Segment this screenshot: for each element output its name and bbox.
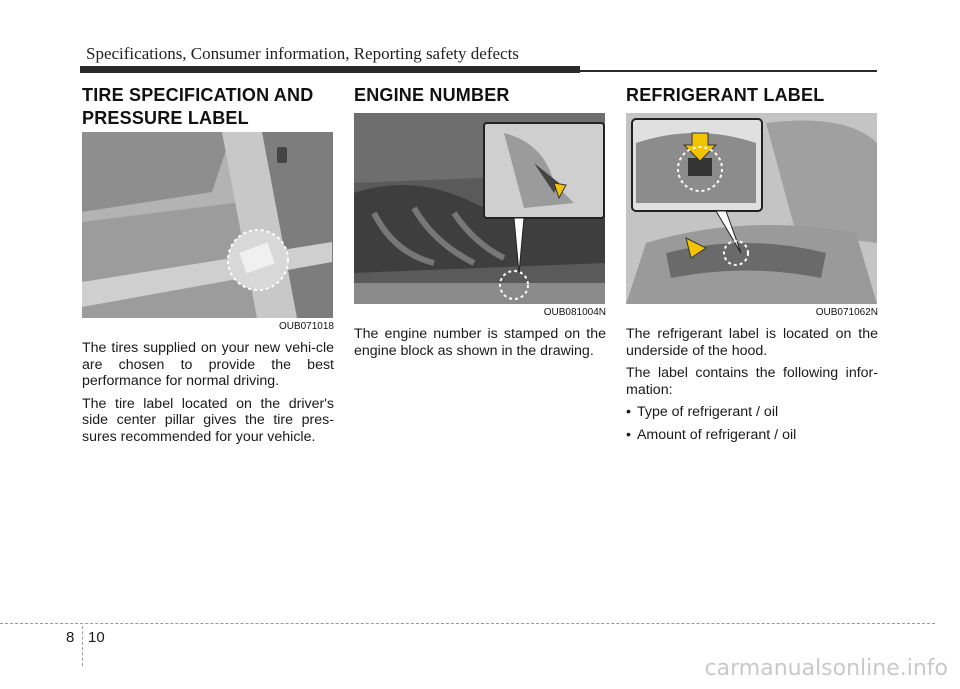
- refrigerant-label-figure: [626, 113, 877, 304]
- tire-label-figure: [82, 132, 333, 318]
- refrigerant-heading: REFRIGERANT LABEL: [626, 85, 825, 105]
- footer-rule: [0, 623, 935, 624]
- tire-heading: TIRE SPECIFICATION AND PRESSURE LABEL: [82, 85, 314, 128]
- refrigerant-image-code: OUB071062N: [815, 307, 878, 318]
- watermark: carmanualsonline.info: [704, 656, 948, 681]
- list-item: Amount of refrigerant / oil: [626, 427, 878, 444]
- page-number: 10: [88, 629, 105, 646]
- tire-section: TIRE SPECIFICATION AND PRESSURE LABEL OU…: [82, 84, 334, 445]
- engine-heading: ENGINE NUMBER: [354, 85, 510, 105]
- header-rule: [580, 70, 877, 72]
- door-pillar-illustration: [82, 132, 333, 318]
- tire-paragraph-2: The tire label located on the driver's s…: [82, 395, 334, 445]
- list-item: Type of refrigerant / oil: [626, 404, 878, 421]
- engine-section: ENGINE NUMBER OUB081004N The engine numb…: [354, 84, 606, 359]
- tire-image-code: OUB071018: [278, 321, 334, 332]
- tire-paragraph-1: The tires supplied on your new vehi-cle …: [82, 340, 334, 389]
- page-number-divider: [82, 626, 83, 666]
- engine-number-figure: [354, 113, 605, 304]
- engine-bay-illustration: [354, 113, 605, 304]
- refrigerant-paragraph-1: The refrigerant label is located on the …: [626, 326, 878, 359]
- section-number: 8: [66, 629, 75, 646]
- refrigerant-info-list: Type of refrigerant / oil Amount of refr…: [626, 404, 878, 444]
- running-header: Specifications, Consumer information, Re…: [86, 44, 519, 63]
- engine-image-code: OUB081004N: [543, 307, 606, 318]
- refrigerant-section: REFRIGERANT LABEL OUB071062N The refrige…: [626, 84, 878, 450]
- engine-paragraph-1: The engine number is stamped on the engi…: [354, 326, 606, 359]
- refrigerant-paragraph-2: The label contains the following infor-m…: [626, 365, 878, 398]
- hood-illustration: [626, 113, 877, 304]
- header-bar: [80, 66, 580, 73]
